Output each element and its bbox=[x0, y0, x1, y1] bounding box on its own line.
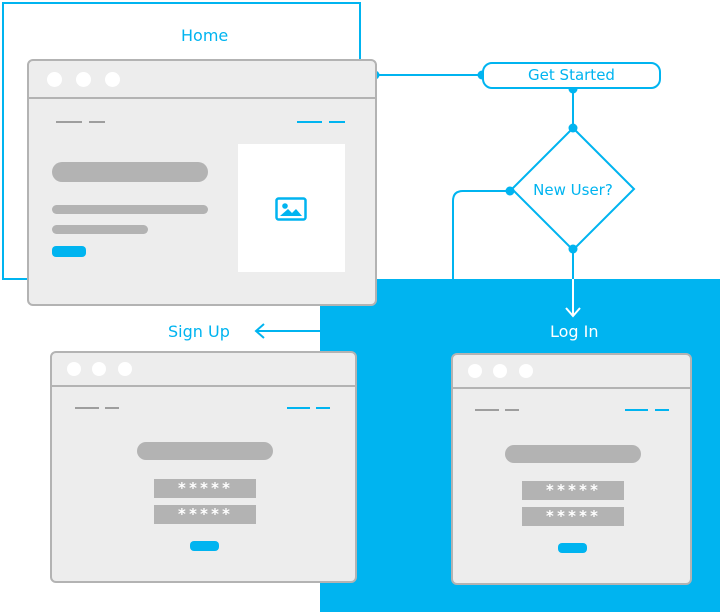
nav-link-placeholder bbox=[297, 121, 322, 123]
window-dot-icon bbox=[92, 362, 106, 376]
nav-link-placeholder bbox=[287, 407, 310, 409]
sign-up-label: Sign Up bbox=[168, 322, 230, 341]
nav-logo-placeholder bbox=[505, 409, 519, 411]
signup-window-titlebar bbox=[52, 353, 355, 387]
headline-placeholder bbox=[52, 162, 208, 182]
username-field[interactable]: ***** bbox=[522, 481, 624, 500]
signup-window: ***** ***** bbox=[50, 351, 357, 583]
window-dot-icon bbox=[47, 72, 62, 87]
arrow-signup-icon bbox=[254, 323, 265, 339]
login-window-titlebar bbox=[453, 355, 690, 389]
home-label: Home bbox=[181, 26, 229, 45]
joint-dot-decision-bottom bbox=[568, 244, 578, 254]
home-window-titlebar bbox=[29, 61, 375, 99]
cta-button-placeholder bbox=[52, 246, 86, 257]
form-title-placeholder bbox=[137, 442, 273, 460]
window-dot-icon bbox=[468, 364, 482, 378]
log-in-label: Log In bbox=[550, 322, 599, 341]
image-placeholder bbox=[238, 144, 345, 272]
nav-logo-placeholder bbox=[475, 409, 499, 411]
new-user-decision-label: New User? bbox=[533, 181, 613, 199]
home-window bbox=[27, 59, 377, 306]
nav-logo-placeholder bbox=[89, 121, 105, 123]
nav-logo-placeholder bbox=[56, 121, 82, 123]
password-field[interactable]: ***** bbox=[154, 479, 256, 498]
form-title-placeholder bbox=[505, 445, 641, 463]
login-window: ***** ***** bbox=[451, 353, 692, 585]
window-dot-icon bbox=[105, 72, 120, 87]
window-dot-icon bbox=[67, 362, 81, 376]
nav-link-placeholder bbox=[316, 407, 330, 409]
text-line-placeholder bbox=[52, 225, 148, 234]
nav-link-placeholder bbox=[655, 409, 669, 411]
window-dot-icon bbox=[493, 364, 507, 378]
joint-dot-decision-top bbox=[568, 123, 578, 133]
signup-submit-button[interactable] bbox=[190, 541, 219, 551]
password-field[interactable]: ***** bbox=[522, 507, 624, 526]
password-confirm-field[interactable]: ***** bbox=[154, 505, 256, 524]
nav-logo-placeholder bbox=[75, 407, 99, 409]
nav-link-placeholder bbox=[625, 409, 648, 411]
nav-logo-placeholder bbox=[105, 407, 119, 409]
window-dot-icon bbox=[519, 364, 533, 378]
login-submit-button[interactable] bbox=[558, 543, 587, 553]
get-started-node: Get Started bbox=[482, 62, 661, 89]
nav-link-placeholder bbox=[329, 121, 345, 123]
window-dot-icon bbox=[76, 72, 91, 87]
window-dot-icon bbox=[118, 362, 132, 376]
text-line-placeholder bbox=[52, 205, 208, 214]
image-icon bbox=[275, 197, 307, 225]
